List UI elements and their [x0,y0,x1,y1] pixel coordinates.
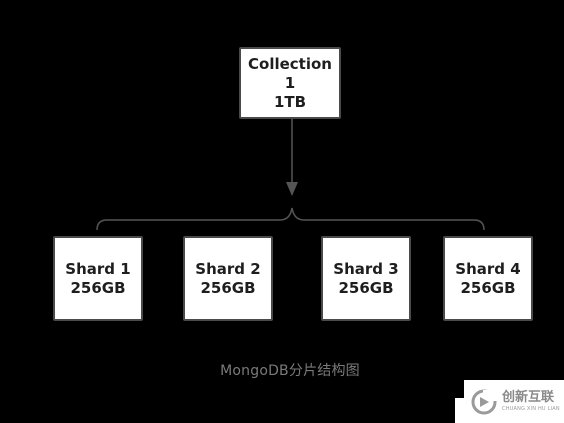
shard-label: Shard 3 [333,259,399,278]
shard-node-4: Shard 4 256GB [443,236,533,321]
shard-size: 256GB [70,278,126,297]
shard-node-3: Shard 3 256GB [321,236,411,321]
shard-node-2: Shard 2 256GB [183,236,273,321]
brand-logo-icon [471,389,497,414]
watermark-name: 创新互联 [502,390,555,405]
collection-count: 1 [284,73,296,92]
watermark-text: 创新互联 CHUANG XIN HU LIAN [502,391,560,412]
shard-size: 256GB [460,278,516,297]
collection-node: Collection 1 1TB [239,47,341,119]
shard-label: Shard 4 [455,259,521,278]
diagram-caption: MongoDB分片结构图 [220,363,360,379]
shard-node-1: Shard 1 256GB [53,236,143,321]
shard-label: Shard 1 [65,259,131,278]
collection-label: Collection [248,54,332,73]
shard-label: Shard 2 [195,259,261,278]
watermark-subtitle: CHUANG XIN HU LIAN [502,406,560,412]
shard-size: 256GB [200,278,256,297]
watermark: 创新互联 CHUANG XIN HU LIAN [464,380,564,423]
shard-size: 256GB [338,278,394,297]
collection-size: 1TB [273,92,307,111]
shard-brace [96,207,485,231]
watermark-corner [455,398,464,423]
connector-arrowhead [286,182,298,196]
